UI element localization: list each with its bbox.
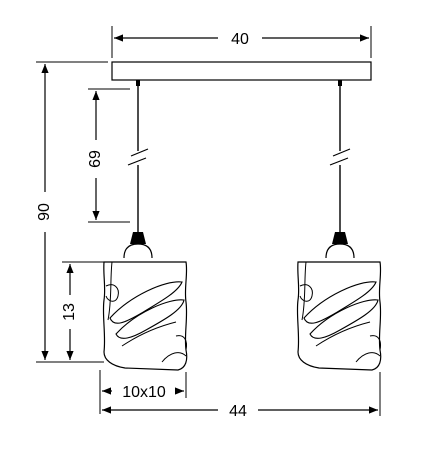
cable-right (329, 80, 351, 232)
ceiling-canopy (111, 61, 372, 81)
cable-left (127, 80, 149, 232)
lamp-shade-left (102, 261, 188, 371)
lamp-shade-right (296, 261, 382, 371)
dimension-cable-length: 69 (87, 88, 130, 223)
dimension-cable-length-label: 69 (87, 150, 104, 168)
dimension-total-height-label: 90 (36, 203, 53, 221)
dimension-total-width-label: 44 (229, 403, 247, 420)
dimension-shade-size: 10x10 (99, 370, 187, 414)
pendant-right (296, 80, 382, 371)
socket-dome-left (123, 243, 153, 259)
dimension-shade-size-label: 10x10 (122, 384, 166, 401)
socket-dome-right (325, 243, 355, 259)
dimension-top-width: 40 (111, 26, 372, 58)
dimension-top-width-label: 40 (231, 31, 249, 48)
pendant-left (102, 80, 188, 371)
dimension-shade-height-label: 13 (61, 303, 78, 321)
lamp-holder-left (130, 232, 146, 244)
dimension-shade-height: 13 (61, 261, 104, 363)
lamp-holder-right (332, 232, 348, 244)
dimension-total-width: 44 (102, 372, 381, 420)
